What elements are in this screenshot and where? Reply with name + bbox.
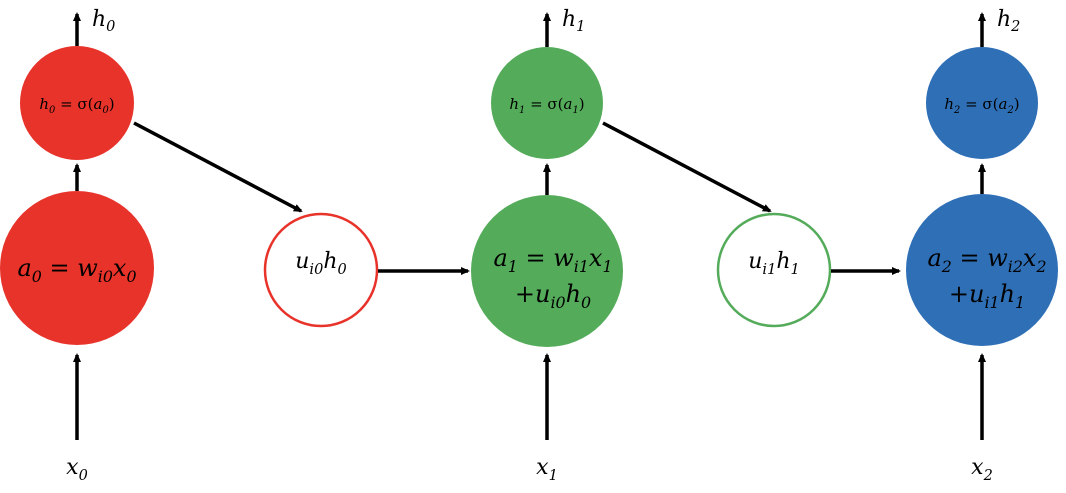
input-label-1: x1 <box>536 455 558 484</box>
recurrent-node-0 <box>263 212 379 328</box>
input-label-0: x0 <box>66 455 88 484</box>
activation-label-2: h2 = σ(a2) <box>944 95 1019 116</box>
sum-label-1-line2: +ui0h0 <box>515 280 591 312</box>
recurrent-path-1: ui1h1 <box>602 121 901 328</box>
time-step-2: h2 h2 = σ(a2) a2 = wi2x2 +ui1h1 x2 <box>906 7 1058 484</box>
input-label-2: x2 <box>971 455 993 484</box>
sum-label-2-line2: +ui1h1 <box>949 280 1025 312</box>
recurrent-node-1 <box>716 212 832 328</box>
sum-label-0: a0 = wi0x0 <box>17 254 136 286</box>
sum-label-2-line1: a2 = wi2x2 <box>927 244 1046 276</box>
activation-label-1: h1 = σ(a1) <box>509 95 584 116</box>
activation-label-0: h0 = σ(a0) <box>39 95 114 116</box>
activation-to-recurrent-arrow-0 <box>133 121 303 213</box>
recurrent-label-0: ui0h0 <box>295 249 346 278</box>
activation-node-0 <box>20 46 134 160</box>
sum-node-2 <box>906 194 1058 346</box>
output-label-0: h0 <box>92 7 115 35</box>
output-label-1: h1 <box>562 7 585 35</box>
time-step-1: h1 h1 = σ(a1) a1 = wi1x1 +ui0h0 x1 <box>471 7 623 484</box>
recurrent-label-1: ui1h1 <box>748 249 799 278</box>
activation-node-2 <box>926 47 1038 159</box>
time-step-0: h0 h0 = σ(a0) a0 = wi0x0 x0 <box>0 7 154 484</box>
recurrent-path-0: ui0h0 <box>133 121 470 328</box>
sum-label-1-line1: a1 = wi1x1 <box>493 244 612 276</box>
output-label-2: h2 <box>997 7 1020 35</box>
sum-node-1 <box>471 195 623 347</box>
sum-node-0 <box>0 191 154 345</box>
activation-to-recurrent-arrow-1 <box>602 121 772 213</box>
activation-node-1 <box>491 47 603 159</box>
